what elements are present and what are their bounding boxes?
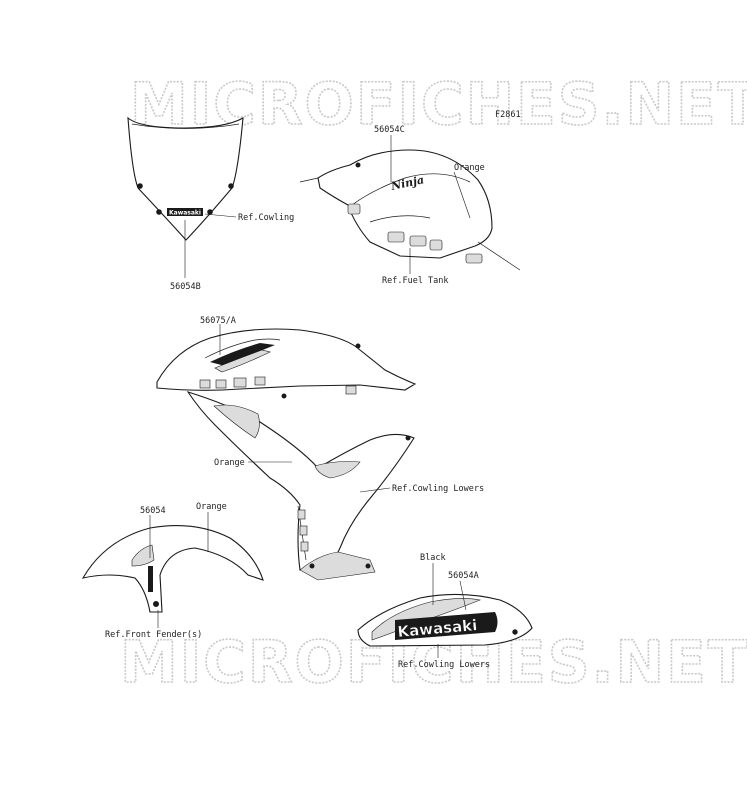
side-cowl[interactable] — [186, 391, 415, 581]
label-ref-cowling[interactable]: Ref.Cowling — [238, 213, 294, 223]
label-fender-orange[interactable]: Orange — [196, 502, 227, 512]
label-56054[interactable]: 56054 — [140, 506, 166, 516]
label-56075a[interactable]: 56075/A — [200, 316, 236, 326]
label-ref-front-fender[interactable]: Ref.Front Fender(s) — [105, 630, 202, 640]
label-ref-fuel-tank[interactable]: Ref.Fuel Tank — [382, 276, 449, 286]
front-fender[interactable] — [81, 524, 264, 613]
label-lower-black[interactable]: Black — [420, 553, 446, 563]
upper-cowl[interactable] — [156, 328, 417, 395]
windshield[interactable]: Kawasaki — [127, 116, 244, 241]
lower-cowl[interactable]: Kawasaki — [357, 593, 533, 647]
label-56054a[interactable]: 56054A — [448, 571, 479, 581]
label-56054b[interactable]: 56054B — [170, 282, 201, 292]
label-ref-cowling-lowers-1[interactable]: Ref.Cowling Lowers — [392, 484, 484, 494]
fuel-tank[interactable]: Ninja — [299, 149, 521, 271]
label-56054c[interactable]: 56054C — [374, 125, 405, 135]
figure-code: F2861 — [495, 110, 521, 120]
label-tank-orange[interactable]: Orange — [454, 163, 485, 173]
windshield-logo: Kawasaki — [169, 210, 201, 217]
label-ref-cowling-lowers-2[interactable]: Ref.Cowling Lowers — [398, 660, 490, 670]
label-cowl-orange[interactable]: Orange — [214, 458, 245, 468]
